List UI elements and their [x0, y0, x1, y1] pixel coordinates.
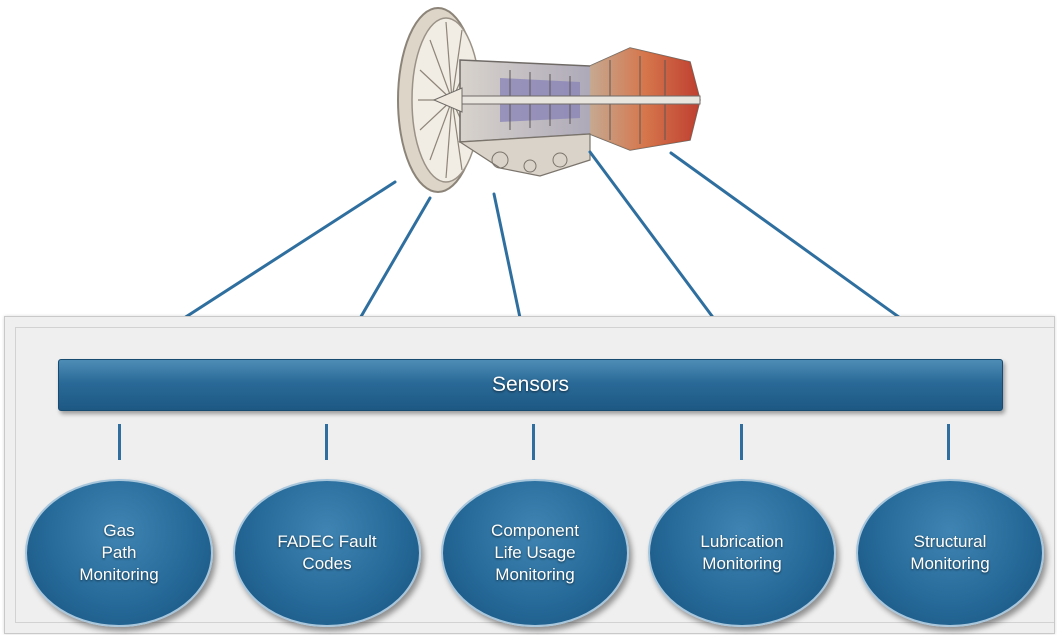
node-label-line: Monitoring: [495, 565, 575, 584]
node-label-line: Structural: [913, 532, 987, 551]
connector-tick-2: [325, 424, 328, 460]
sensors-bar: Sensors: [58, 359, 1003, 411]
connector-tick-5: [947, 424, 950, 460]
node-gas-path-monitoring: Gas Path Monitoring: [25, 479, 213, 627]
node-lubrication-monitoring: Lubrication Monitoring: [648, 479, 836, 627]
node-label: Structural Monitoring: [910, 531, 989, 575]
node-label-line: FADEC Fault: [277, 532, 377, 551]
node-label-line: Codes: [302, 554, 352, 573]
node-label: FADEC Fault Codes: [277, 531, 376, 575]
node-label-line: Monitoring: [702, 554, 782, 573]
node-label-line: Monitoring: [79, 565, 159, 584]
connector-tick-3: [532, 424, 535, 460]
node-label-line: Component: [491, 521, 579, 540]
node-structural-monitoring: Structural Monitoring: [856, 479, 1044, 627]
node-label-line: Path: [101, 543, 137, 562]
node-label-line: Gas: [103, 521, 135, 540]
node-label-line: Life Usage: [494, 543, 576, 562]
node-label: Lubrication Monitoring: [700, 531, 783, 575]
turbofan-engine-icon: [397, 7, 701, 193]
connector-tick-4: [740, 424, 743, 460]
node-fadec-fault-codes: FADEC Fault Codes: [233, 479, 421, 627]
node-label: Gas Path Monitoring: [79, 520, 158, 586]
connector-tick-1: [118, 424, 121, 460]
node-label-line: Monitoring: [910, 554, 990, 573]
node-label: Component Life Usage Monitoring: [491, 520, 579, 586]
node-component-life-usage-monitoring: Component Life Usage Monitoring: [441, 479, 629, 627]
node-label-line: Lubrication: [700, 532, 784, 551]
